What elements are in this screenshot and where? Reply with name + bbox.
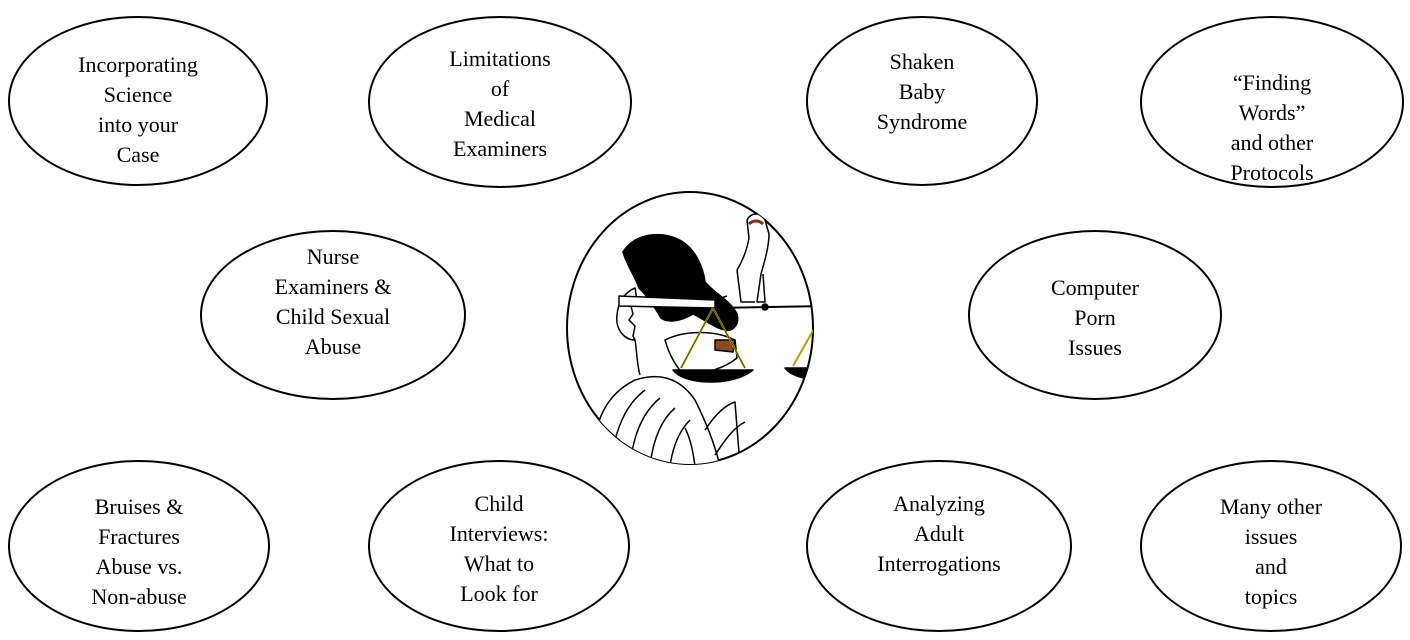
topic-label: Incorporating Science into your Case: [78, 52, 198, 167]
topic-bubble-shaken-baby-syndrome: Shaken Baby Syndrome: [806, 16, 1038, 186]
topic-label: Analyzing Adult Interrogations: [877, 491, 1001, 576]
topic-bubble-limitations-medical-examiners: Limitations of Medical Examiners: [368, 16, 632, 188]
topic-bubble-computer-porn-issues: Computer Porn Issues: [968, 230, 1222, 400]
topic-bubble-bruises-fractures: Bruises & Fractures Abuse vs. Non-abuse: [8, 460, 270, 632]
topic-bubble-many-other-issues: Many other issues and topics: [1140, 460, 1402, 632]
lady-justice-scales-icon: [566, 191, 814, 465]
topic-bubble-child-interviews: Child Interviews: What to Look for: [368, 460, 630, 632]
topic-label: Limitations of Medical Examiners: [449, 46, 551, 161]
topic-bubble-adult-interrogations: Analyzing Adult Interrogations: [806, 460, 1072, 632]
topic-bubble-finding-words-protocols: “Finding Words” and other Protocols: [1140, 16, 1404, 188]
topic-label: Computer Porn Issues: [1051, 275, 1139, 360]
topic-label: Nurse Examiners & Child Sexual Abuse: [274, 244, 392, 359]
topic-label: Bruises & Fractures Abuse vs. Non-abuse: [91, 494, 187, 609]
topic-label: Child Interviews: What to Look for: [449, 491, 549, 606]
topic-bubble-nurse-examiners: Nurse Examiners & Child Sexual Abuse: [200, 230, 466, 400]
topic-bubble-incorporating-science: Incorporating Science into your Case: [8, 16, 268, 186]
topic-label: Shaken Baby Syndrome: [876, 49, 968, 134]
topic-label: “Finding Words” and other Protocols: [1230, 70, 1314, 185]
topic-label: Many other issues and topics: [1219, 494, 1323, 609]
